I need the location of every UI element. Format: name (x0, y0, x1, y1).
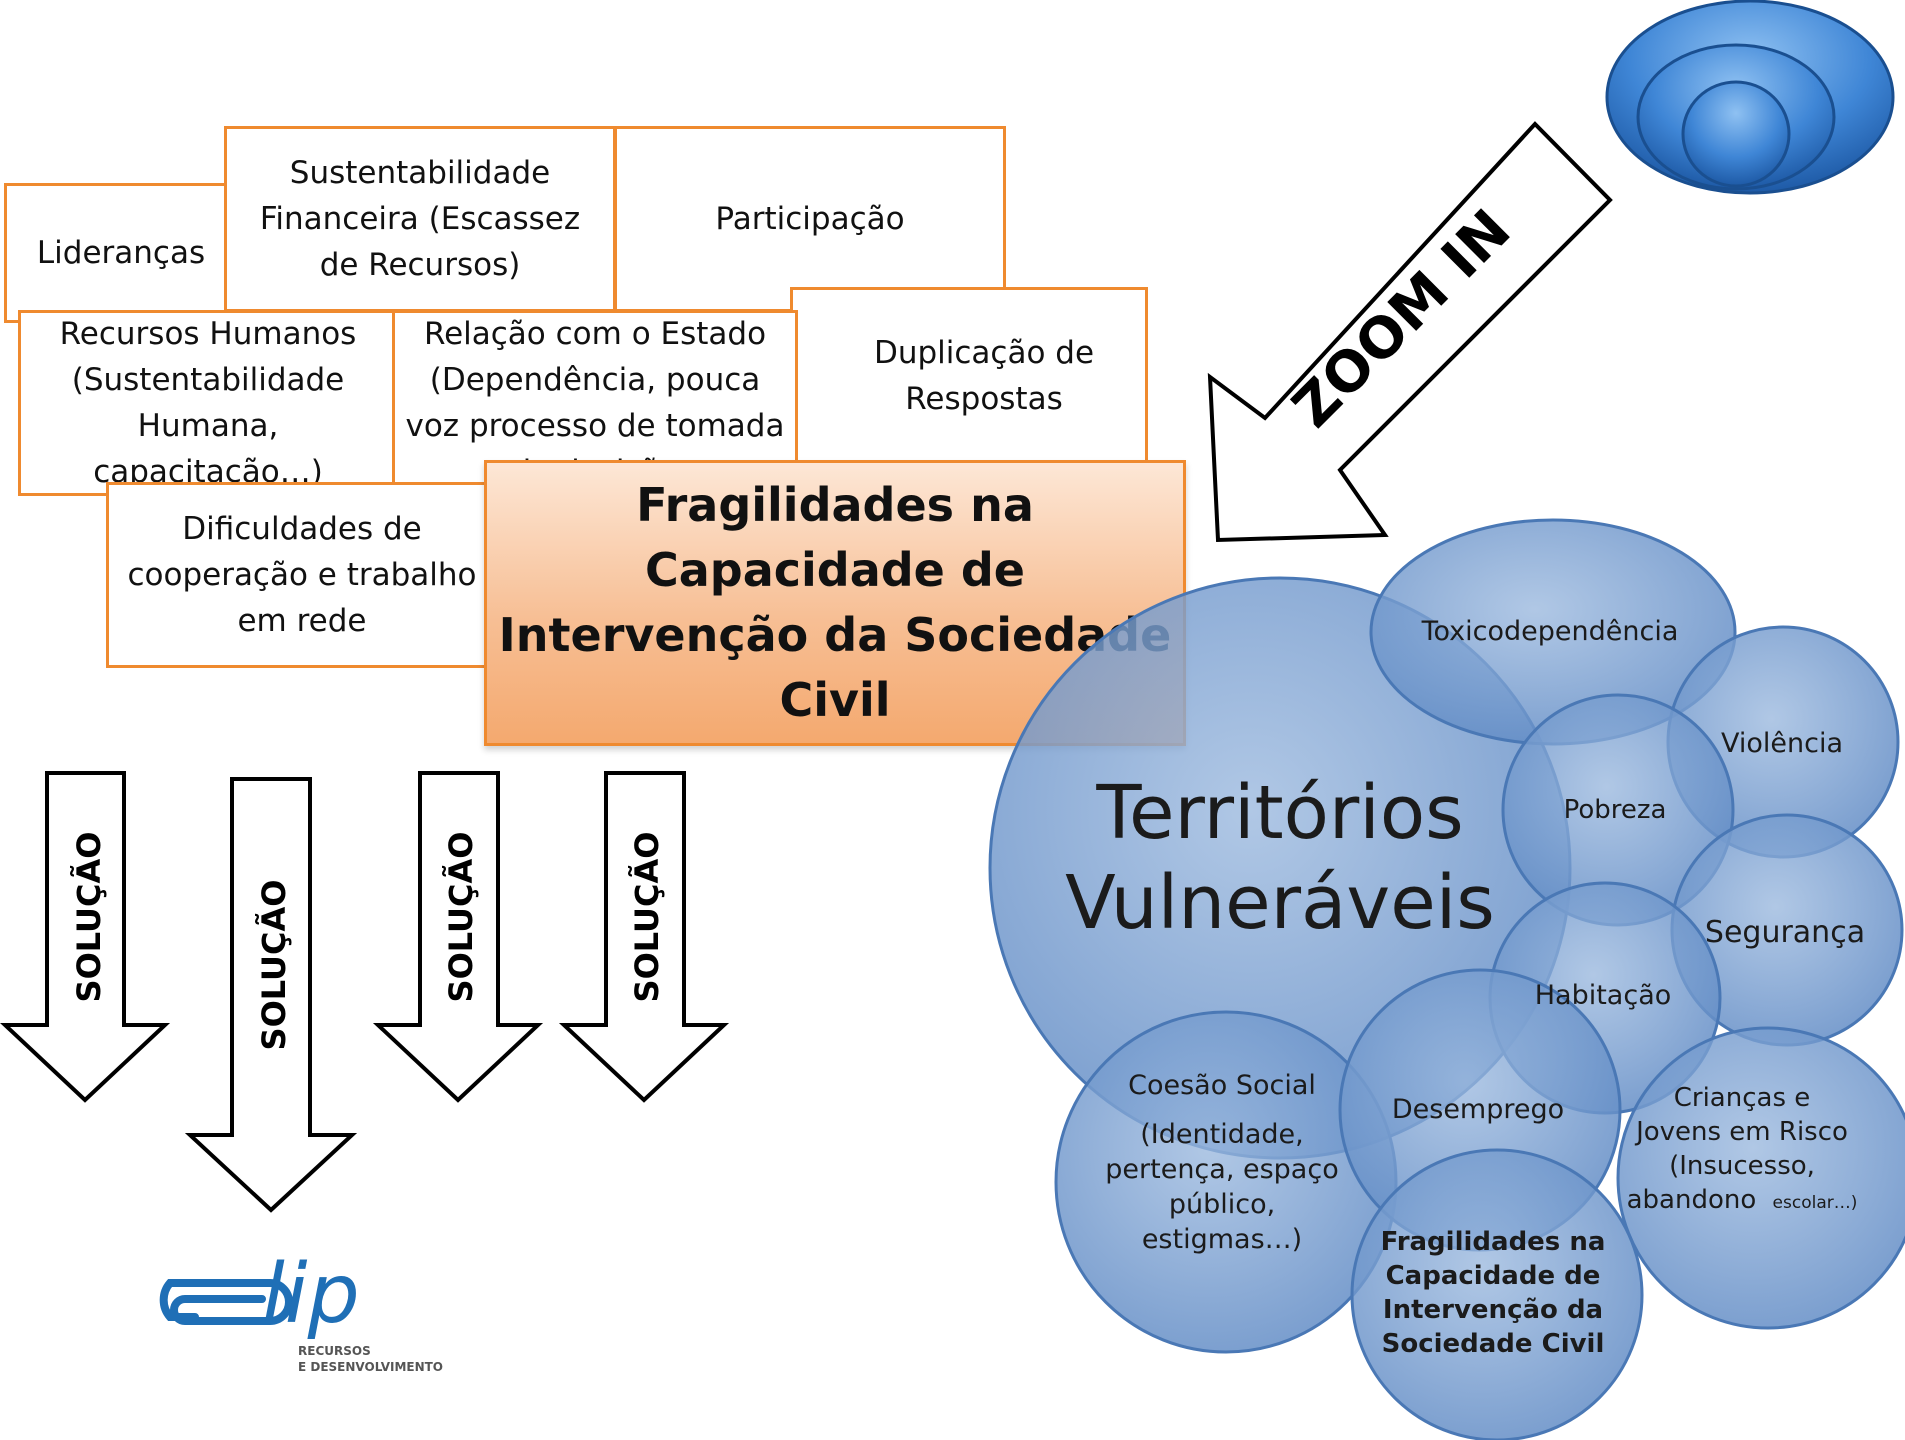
label-coesao-social-l4: estigmas…) (1142, 1224, 1302, 1255)
solution-arrow-2: SOLUÇÃO (184, 777, 358, 1213)
bubble-fragilidades (1350, 1148, 1644, 1440)
lip-logo: lip RECURSOS E DESENVOLVIMENTO (159, 1247, 443, 1374)
label-criancas-l4a: abandono (1627, 1185, 1757, 1215)
territories-cluster (988, 518, 1905, 1440)
zoom-source-ovals (1605, 0, 1895, 195)
box-duplicacao: Duplicação de Respostas (790, 287, 1148, 465)
label-toxicodependencia: Toxicodependência (1421, 616, 1679, 647)
lip-logo-line2: E DESENVOLVIMENTO (298, 1360, 443, 1374)
label-criancas-l3: (Insucesso, (1669, 1151, 1815, 1181)
label-coesao-social-l1: (Identidade, (1140, 1119, 1303, 1150)
territories-labels: Territórios Vulneráveis Toxicodependênci… (1065, 616, 1865, 1359)
solution-arrow-3: SOLUÇÃO (372, 771, 544, 1103)
label-criancas-l1: Crianças e (1674, 1083, 1811, 1113)
territorios-title-line2: Vulneráveis (1065, 860, 1495, 946)
solution-arrow-4: SOLUÇÃO (558, 771, 730, 1103)
label-fragilidades-l2: Capacidade de (1386, 1261, 1601, 1291)
box-recursos-humanos: Recursos Humanos (Sustentabilidade Human… (18, 310, 398, 496)
box-sustentabilidade-financeira-label: Sustentabilidade Financeira (Escassez de… (259, 155, 581, 283)
box-liderancas-label: Lideranças (36, 235, 206, 271)
lip-logo-clip-icon (159, 1279, 293, 1325)
label-coesao-social-l3: público, (1169, 1189, 1275, 1220)
label-coesao-social-title: Coesão Social (1128, 1070, 1316, 1101)
solution-arrow-1: SOLUÇÃO (0, 771, 171, 1103)
solution-label-1: SOLUÇÃO (70, 832, 108, 1003)
box-participacao-label: Participação (715, 201, 905, 237)
label-seguranca: Segurança (1705, 915, 1865, 950)
solution-label-3: SOLUÇÃO (442, 832, 480, 1003)
box-duplicacao-label: Duplicação de Respostas (873, 335, 1095, 417)
lip-logo-line1: RECURSOS (298, 1344, 371, 1358)
bubble-criancas (1616, 1026, 1905, 1330)
label-violencia: Violência (1721, 728, 1843, 759)
label-criancas-l4: abandono escolar…) (1627, 1185, 1858, 1215)
main-challenge-title: Fragilidades na Capacidade de Intervençã… (498, 478, 1172, 727)
label-fragilidades-l3: Intervenção da (1383, 1295, 1603, 1325)
lip-logo-brand: lip (262, 1247, 360, 1342)
label-coesao-social-l2: pertença, espaço (1105, 1154, 1338, 1185)
box-dificuldades-cooperacao-label: Dificuldades de cooperação e trabalho em… (127, 511, 477, 639)
label-fragilidades-l1: Fragilidades na (1381, 1227, 1606, 1257)
label-pobreza: Pobreza (1564, 795, 1667, 825)
box-liderancas: Lideranças (4, 183, 238, 323)
main-challenge-box: Fragilidades na Capacidade de Intervençã… (484, 460, 1186, 746)
label-fragilidades-l4: Sociedade Civil (1382, 1329, 1605, 1359)
box-recursos-humanos-label: Recursos Humanos (Sustentabilidade Human… (59, 316, 357, 490)
zoom-in-arrow: ZOOM IN (1207, 121, 1613, 543)
label-criancas-l2: Jovens em Risco (1634, 1117, 1848, 1147)
solution-label-2: SOLUÇÃO (255, 880, 293, 1051)
territorios-title-line1: Territórios (1095, 770, 1463, 856)
solution-label-4: SOLUÇÃO (628, 832, 666, 1003)
label-desemprego: Desemprego (1392, 1094, 1564, 1125)
label-habitacao: Habitação (1535, 980, 1672, 1011)
label-criancas-l4b: escolar…) (1773, 1193, 1858, 1213)
